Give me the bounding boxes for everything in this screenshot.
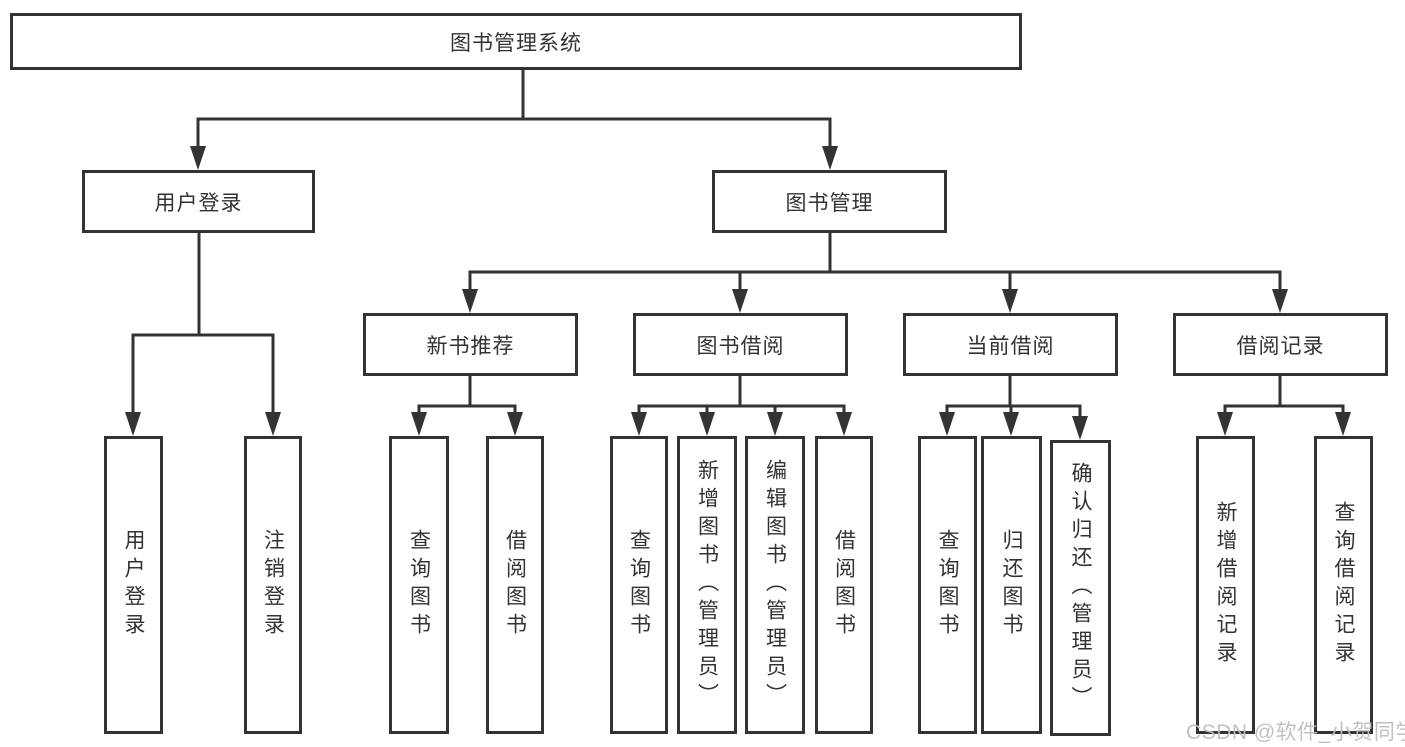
leaf-logout: 注销登录 bbox=[244, 436, 302, 734]
leaf-confirm-return-admin: 确认归还（管理员） bbox=[1050, 440, 1111, 736]
leaf-borrow-books: 借阅图书 bbox=[815, 436, 873, 734]
arrowhead-icon bbox=[190, 146, 206, 170]
node-new-book-recommend: 新书推荐 bbox=[363, 313, 578, 376]
arrowhead-icon bbox=[265, 412, 281, 436]
leaf-add-books-admin: 新增图书（管理员） bbox=[677, 436, 737, 734]
arrowhead-icon bbox=[732, 289, 748, 313]
leaf-query-borrow-record: 查询借阅记录 bbox=[1314, 436, 1373, 734]
connector-user-login bbox=[131, 231, 275, 416]
node-user-login: 用户登录 bbox=[82, 170, 315, 233]
node-borrow-records: 借阅记录 bbox=[1173, 313, 1388, 376]
node-book-management: 图书管理 bbox=[712, 170, 947, 233]
arrowhead-icon bbox=[836, 412, 852, 436]
connector-new-book-recommend bbox=[417, 374, 517, 416]
arrowhead-icon bbox=[411, 412, 427, 436]
node-root-library-system: 图书管理系统 bbox=[10, 13, 1022, 70]
arrowhead-icon bbox=[125, 412, 141, 436]
arrowhead-icon bbox=[631, 412, 647, 436]
leaf-return-books: 归还图书 bbox=[981, 436, 1042, 734]
arrowhead-icon bbox=[1002, 289, 1018, 313]
connector-current-borrow bbox=[945, 374, 1082, 420]
arrowhead-icon bbox=[822, 146, 838, 170]
leaf-query-books-current: 查询图书 bbox=[918, 436, 977, 734]
arrowhead-icon bbox=[1072, 416, 1088, 440]
leaf-query-books-recommend: 查询图书 bbox=[389, 436, 449, 734]
arrowhead-icon bbox=[462, 289, 478, 313]
connector-borrow-records bbox=[1223, 374, 1345, 416]
leaf-query-books-borrow: 查询图书 bbox=[610, 436, 668, 734]
connector-root bbox=[196, 68, 832, 150]
arrowhead-icon bbox=[1003, 412, 1019, 436]
arrowhead-icon bbox=[507, 412, 523, 436]
arrowhead-icon bbox=[699, 412, 715, 436]
arrowhead-icon bbox=[939, 412, 955, 436]
csdn-watermark: CSDN @软件_小贺同学 bbox=[1186, 721, 1405, 744]
leaf-user-login: 用户登录 bbox=[104, 436, 163, 734]
leaf-edit-books-admin: 编辑图书（管理员） bbox=[745, 436, 805, 734]
leaf-add-borrow-record: 新增借阅记录 bbox=[1196, 436, 1255, 734]
node-book-borrow: 图书借阅 bbox=[633, 313, 848, 376]
leaf-borrow-books-recommend: 借阅图书 bbox=[486, 436, 544, 734]
arrowhead-icon bbox=[1335, 412, 1351, 436]
connector-book-borrow bbox=[637, 374, 846, 416]
arrowhead-icon bbox=[767, 412, 783, 436]
connector-book-management bbox=[468, 231, 1282, 293]
arrowhead-icon bbox=[1272, 289, 1288, 313]
node-current-borrow: 当前借阅 bbox=[903, 313, 1118, 376]
arrowhead-icon bbox=[1217, 412, 1233, 436]
